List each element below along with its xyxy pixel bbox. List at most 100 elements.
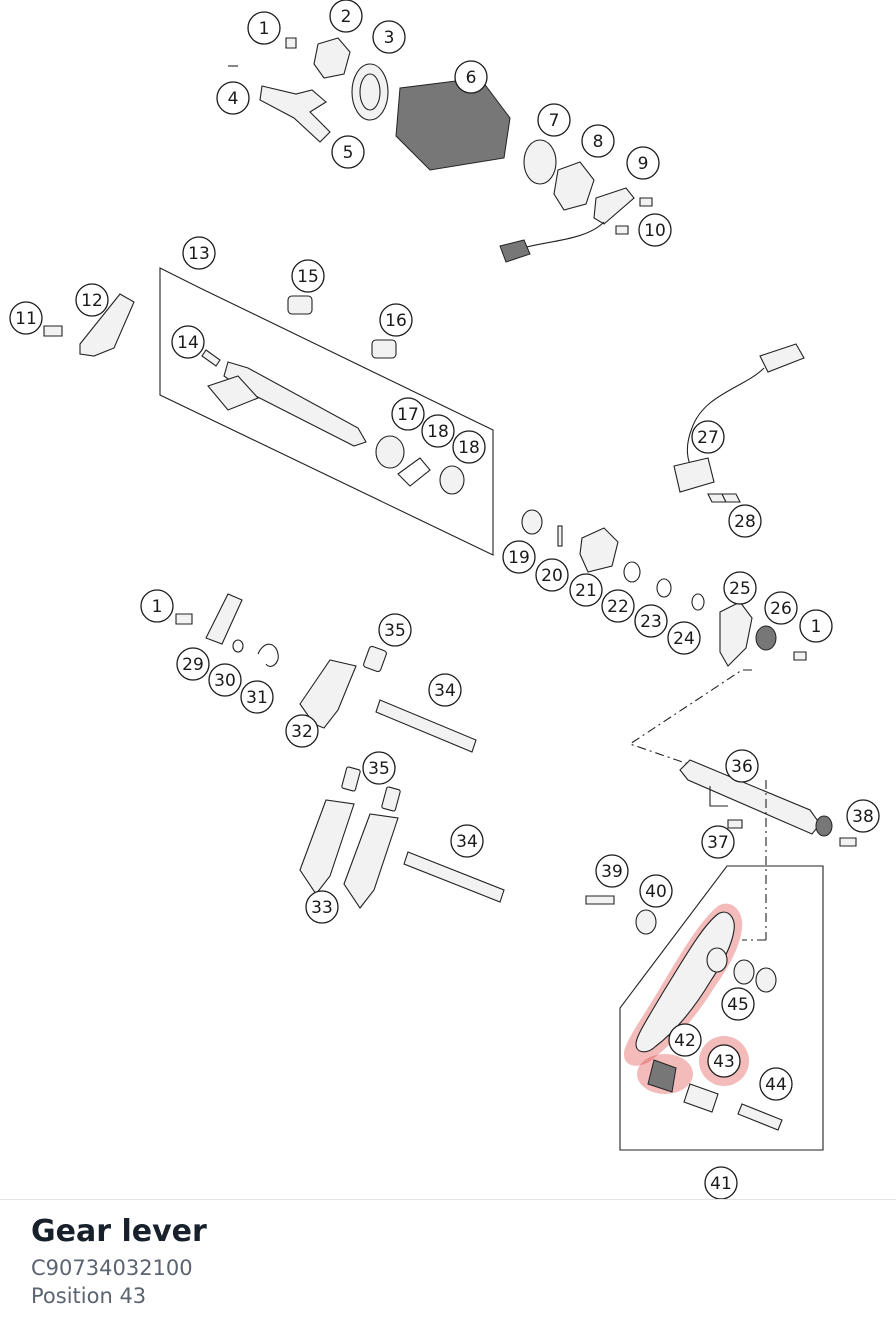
callout-circle: [391, 397, 425, 431]
callout-circle: [634, 604, 668, 638]
callout-32[interactable]: 32: [285, 714, 319, 748]
callout-43[interactable]: 43: [707, 1044, 741, 1078]
callout-18[interactable]: 18: [452, 430, 486, 464]
left-bracket: [43, 293, 135, 357]
callout-13[interactable]: 13: [182, 236, 216, 270]
callout-number: 35: [384, 621, 406, 641]
callout-33[interactable]: 33: [305, 890, 339, 924]
callout-number: 34: [434, 681, 456, 701]
callout-28[interactable]: 28: [728, 504, 762, 538]
callout-12[interactable]: 12: [75, 283, 109, 317]
callout-7[interactable]: 7: [537, 103, 571, 137]
callout-number: 1: [811, 617, 822, 637]
callout-24[interactable]: 24: [667, 621, 701, 655]
callout-number: 43: [713, 1052, 735, 1072]
callout-6[interactable]: 6: [454, 60, 488, 94]
callout-number: 18: [427, 422, 449, 442]
callout-38[interactable]: 38: [846, 799, 880, 833]
callout-circle: [502, 540, 536, 574]
callout-number: 4: [228, 89, 239, 109]
callout-number: 33: [311, 898, 333, 918]
callout-circle: [379, 303, 413, 337]
callout-10[interactable]: 10: [638, 213, 672, 247]
callout-number: 7: [549, 111, 560, 131]
callout-11[interactable]: 11: [9, 301, 43, 335]
callout-26[interactable]: 26: [764, 591, 798, 625]
shift-drum-group: [228, 37, 653, 263]
callout-17[interactable]: 17: [391, 397, 425, 431]
callout-34[interactable]: 34: [428, 673, 462, 707]
callout-35[interactable]: 35: [362, 751, 396, 785]
callout-9[interactable]: 9: [626, 146, 660, 180]
callout-39[interactable]: 39: [595, 854, 629, 888]
callout-36[interactable]: 36: [725, 749, 759, 783]
callout-number: 10: [644, 221, 666, 241]
shift-forks: [175, 593, 505, 909]
callout-31[interactable]: 31: [240, 680, 274, 714]
callout-27[interactable]: 27: [691, 420, 725, 454]
callout-number: 1: [152, 597, 163, 617]
callout-number: 21: [575, 581, 597, 601]
callout-20[interactable]: 20: [535, 558, 569, 592]
callout-circle: [176, 647, 210, 681]
callout-number: 42: [674, 1031, 696, 1051]
callout-circle: [721, 987, 755, 1021]
callout-circle: [639, 874, 673, 908]
callout-5[interactable]: 5: [331, 135, 365, 169]
callout-22[interactable]: 22: [601, 589, 635, 623]
callout-35[interactable]: 35: [378, 613, 412, 647]
callout-number: 32: [291, 722, 313, 742]
callout-3[interactable]: 3: [372, 20, 406, 54]
callout-number: 39: [601, 862, 623, 882]
callout-16[interactable]: 16: [379, 303, 413, 337]
callout-circle: [759, 1067, 793, 1101]
callout-circle: [216, 81, 250, 115]
callout-number: 31: [246, 688, 268, 708]
callout-number: 12: [81, 291, 103, 311]
callout-circle: [581, 124, 615, 158]
gear-lever-assembly: [619, 780, 824, 1151]
callout-44[interactable]: 44: [759, 1067, 793, 1101]
callout-18[interactable]: 18: [421, 414, 455, 448]
callout-circle: [247, 11, 281, 45]
callout-circle: [728, 504, 762, 538]
callout-number: 28: [734, 512, 756, 532]
callout-circle: [291, 259, 325, 293]
callout-23[interactable]: 23: [634, 604, 668, 638]
callout-34[interactable]: 34: [450, 824, 484, 858]
callout-circle: [537, 103, 571, 137]
callout-41[interactable]: 41: [704, 1166, 738, 1200]
callout-29[interactable]: 29: [176, 647, 210, 681]
callout-circle: [305, 890, 339, 924]
callout-circle: [846, 799, 880, 833]
callout-number: 45: [727, 995, 749, 1015]
callout-number: 44: [765, 1075, 787, 1095]
callout-number: 1: [259, 19, 270, 39]
callout-37[interactable]: 37: [701, 825, 735, 859]
callout-21[interactable]: 21: [569, 573, 603, 607]
callout-30[interactable]: 30: [208, 663, 242, 697]
callout-number: 30: [214, 671, 236, 691]
callout-19[interactable]: 19: [502, 540, 536, 574]
middle-small-parts: [521, 509, 807, 667]
callout-1[interactable]: 1: [247, 11, 281, 45]
callout-circle: [723, 571, 757, 605]
callout-40[interactable]: 40: [639, 874, 673, 908]
callout-number: 13: [188, 244, 210, 264]
callout-circle: [707, 1044, 741, 1078]
callout-25[interactable]: 25: [723, 571, 757, 605]
callout-45[interactable]: 45: [721, 987, 755, 1021]
callout-circle: [208, 663, 242, 697]
callout-1[interactable]: 1: [140, 589, 174, 623]
callout-2[interactable]: 2: [329, 0, 363, 33]
callout-circle: [764, 591, 798, 625]
callout-15[interactable]: 15: [291, 259, 325, 293]
callout-circle: [450, 824, 484, 858]
callout-1[interactable]: 1: [799, 609, 833, 643]
callout-4[interactable]: 4: [216, 81, 250, 115]
callout-14[interactable]: 14: [171, 325, 205, 359]
callout-42[interactable]: 42: [668, 1023, 702, 1057]
callout-circle: [626, 146, 660, 180]
callout-layer: 1234567891011121314151617181819202122232…: [9, 0, 880, 1200]
callout-8[interactable]: 8: [581, 124, 615, 158]
